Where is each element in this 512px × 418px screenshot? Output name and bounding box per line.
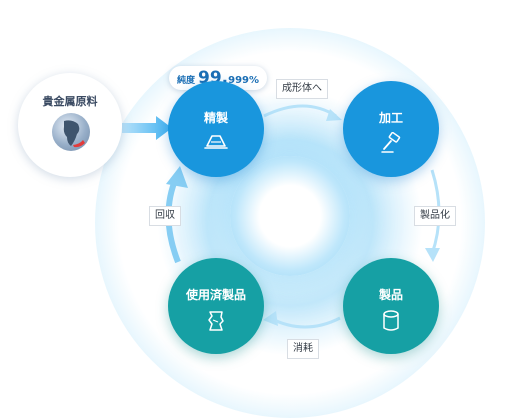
cycle-arrowhead-consume — [263, 311, 278, 326]
edge-label-forming: 成形体へ — [276, 79, 328, 99]
edge-label-consumption: 消耗 — [287, 339, 319, 359]
product-label: 製品 — [378, 288, 403, 302]
center-glow — [230, 156, 350, 276]
cycle-arrowhead-product — [425, 248, 440, 262]
flow-arrows — [122, 104, 441, 329]
process-label: 加工 — [378, 111, 403, 125]
input-arrow — [122, 116, 172, 140]
refine-label: 精製 — [203, 111, 228, 125]
hammer-icon — [381, 132, 401, 153]
crushed-can-icon — [208, 311, 224, 331]
cycle-arrowhead-recover — [166, 166, 188, 188]
refine-node: 精製 — [168, 81, 264, 177]
edge-label-recovery: 回収 — [149, 206, 181, 226]
recycling-cycle-diagram: 貴金属原料 純度 99. 999% 精製 加工 使用済製品 — [18, 28, 485, 418]
used-product-node: 使用済製品 — [168, 258, 264, 354]
product-node: 製品 — [343, 258, 439, 354]
process-node: 加工 — [343, 81, 439, 177]
cycle-arrowhead-forming — [326, 109, 342, 121]
cycle-arrow-forming — [263, 104, 337, 118]
globe-icon — [52, 113, 90, 151]
purity-prefix: 純度 — [177, 76, 196, 86]
cycle-arrow-consume — [269, 316, 341, 329]
cylinder-icon — [383, 310, 399, 331]
edge-label-productization: 製品化 — [414, 206, 456, 226]
ingot-icon — [204, 135, 228, 149]
raw-material-label: 貴金属原料 — [42, 95, 98, 108]
purity-decimals: 999% — [228, 75, 260, 86]
used-product-label: 使用済製品 — [185, 288, 246, 302]
raw-material-node: 貴金属原料 — [18, 73, 122, 177]
